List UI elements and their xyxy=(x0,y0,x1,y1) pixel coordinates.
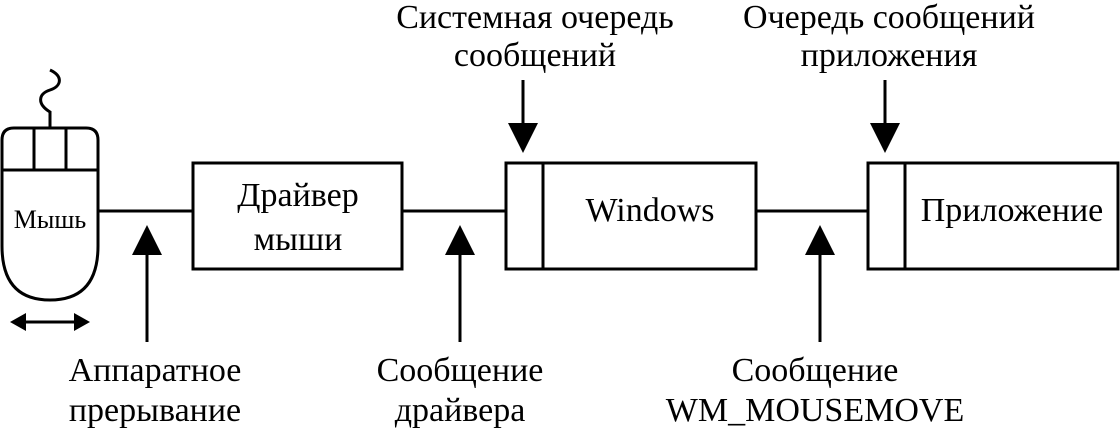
mouse-driver-box: Драйвер мыши xyxy=(191,161,404,271)
mouse-icon: Мышь xyxy=(0,68,100,331)
system-queue-label-line2: сообщений xyxy=(454,37,616,74)
wm-msg-label-line2: WM_MOUSEMOVE xyxy=(666,392,964,429)
driver-label-line1: Драйвер xyxy=(237,177,358,214)
hw-interrupt-label-line2: прерывание xyxy=(69,392,241,429)
mouse-movement-arrow xyxy=(10,313,90,331)
driver-label-line2: мыши xyxy=(254,221,343,258)
system-queue-label-line1: Системная очередь xyxy=(396,0,674,36)
mouse-label: Мышь xyxy=(14,205,87,234)
hw-interrupt-label-line1: Аппаратное xyxy=(69,352,242,389)
application-box: Приложение xyxy=(866,161,1120,271)
app-queue-label-line1: Очередь сообщений xyxy=(743,0,1035,36)
windows-label: Windows xyxy=(586,192,715,229)
windows-box: Windows xyxy=(504,161,758,271)
app-queue-label-line2: приложения xyxy=(801,37,978,74)
driver-msg-label-line1: Сообщение xyxy=(377,352,544,389)
mouse-cable xyxy=(39,68,61,128)
driver-msg-label-line2: драйвера xyxy=(395,392,526,429)
wm-msg-label-line1: Сообщение xyxy=(732,352,899,389)
application-label: Приложение xyxy=(921,192,1103,229)
